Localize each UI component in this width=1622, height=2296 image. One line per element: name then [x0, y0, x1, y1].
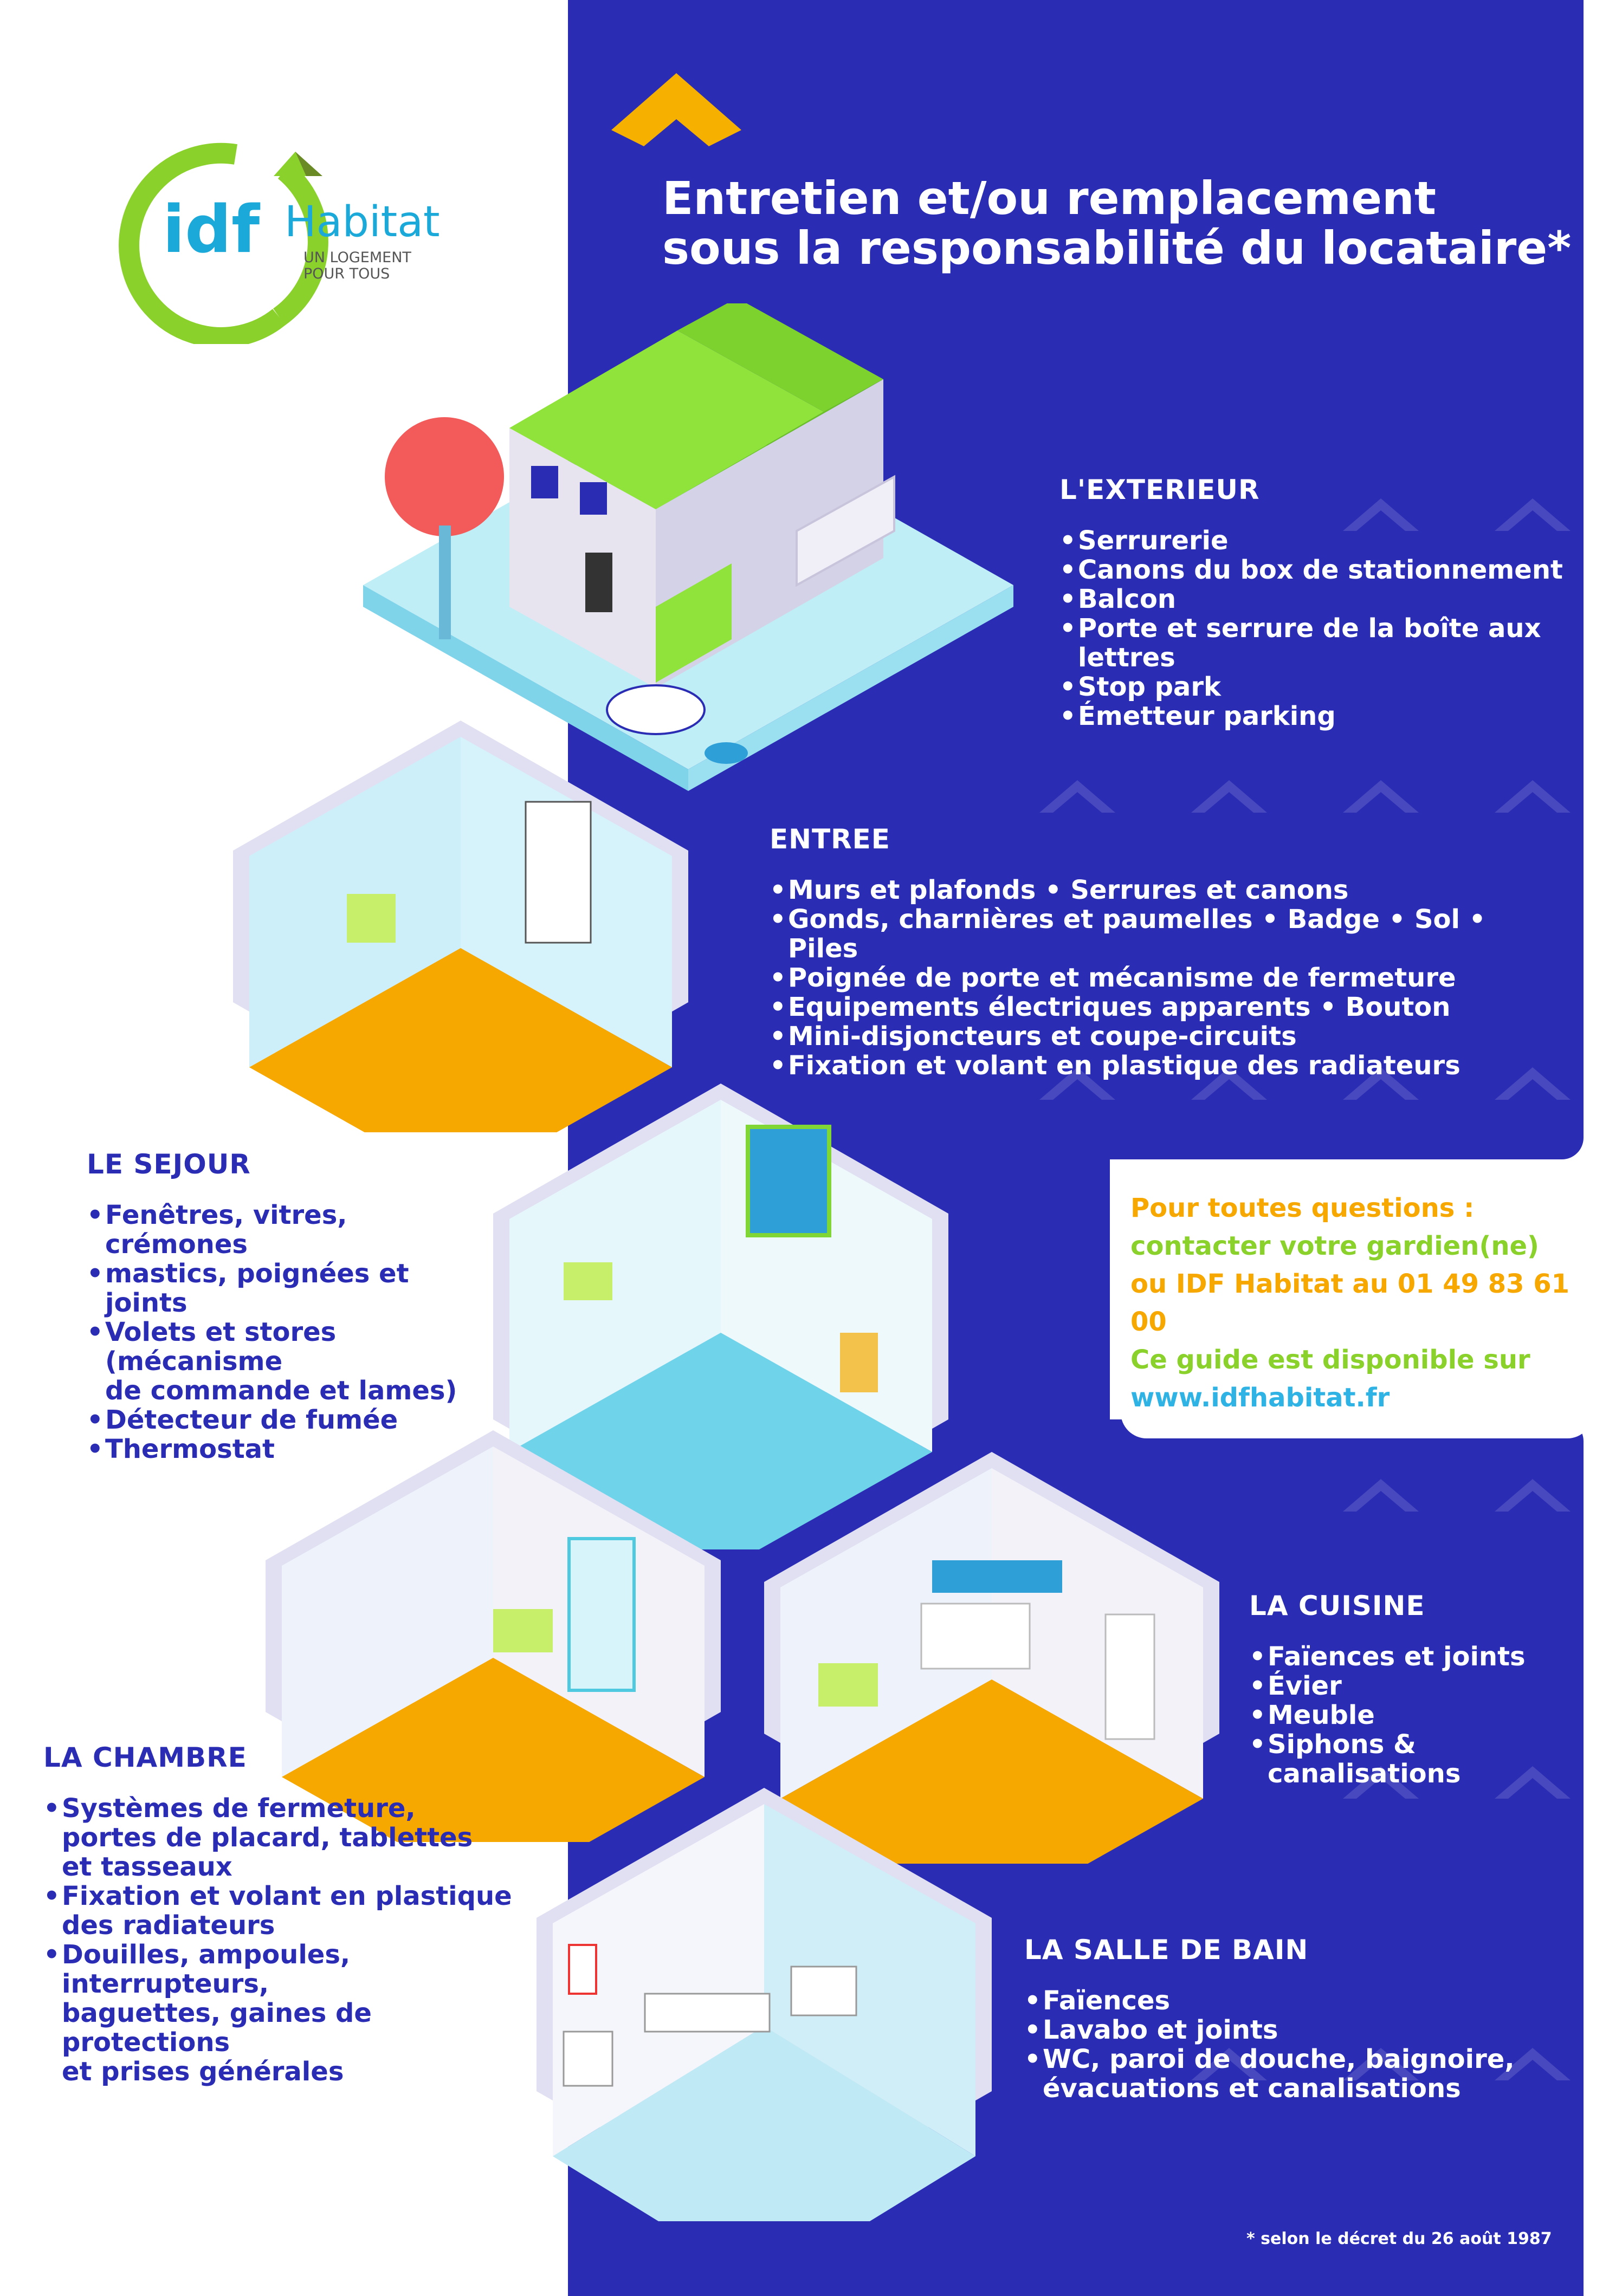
sejour-room-illustration [493, 1084, 948, 1549]
section-chambre-list: Systèmes de fermeture, portes de placard… [43, 1794, 520, 2086]
logo-tagline-1: UN LOGEMENT [303, 249, 411, 266]
footnote: * selon le décret du 26 août 1987 [1246, 2229, 1552, 2248]
list-item: Stop park [1059, 672, 1574, 702]
list-item: Volets et stores (mécanisme de commande … [87, 1318, 499, 1405]
list-item: WC, paroi de douche, baignoire, évacuati… [1024, 2045, 1566, 2103]
contact-phone: ou IDF Habitat au 01 49 83 61 00 [1130, 1269, 1570, 1337]
page-title-line-2: sous la responsabilité du locataire* [662, 222, 1572, 275]
section-exterieur-list: Serrurerie Canons du box de stationnemen… [1059, 526, 1574, 731]
cuisine-room-illustration [764, 1452, 1219, 1864]
list-item: Faïences [1024, 1986, 1566, 2015]
yellow-chevron-icon [611, 73, 741, 146]
list-item: Évier [1249, 1671, 1596, 1701]
section-sejour: LE SEJOUR Fenêtres, vitres, crémones mas… [87, 1149, 499, 1464]
page-title: Entretien et/ou remplacement sous la res… [662, 173, 1584, 273]
list-item: Mini-disjoncteurs et coupe-circuits [770, 1022, 1528, 1051]
section-entree-list: Murs et plafonds • Serrures et canons Go… [770, 875, 1528, 1080]
section-exterieur-heading: L'EXTERIEUR [1059, 474, 1260, 505]
salle-de-bain-room-illustration [537, 1788, 992, 2221]
list-item: Lavabo et joints [1024, 2015, 1566, 2045]
section-sejour-list: Fenêtres, vitres, crémones mastics, poig… [87, 1201, 499, 1464]
house-exterior-illustration [363, 303, 1013, 791]
list-item: Equipements électriques apparents • Bout… [770, 993, 1528, 1022]
contact-line-4: Ce guide est disponible sur [1130, 1345, 1530, 1375]
list-item: Faïences et joints [1249, 1642, 1596, 1671]
section-cuisine-list: Faïences et joints Évier Meuble Siphons … [1249, 1642, 1596, 1788]
list-item: Gonds, charnières et paumelles • Badge •… [770, 905, 1528, 963]
section-exterieur: L'EXTERIEUR Serrurerie Canons du box de … [1059, 474, 1574, 731]
list-item: Douilles, ampoules, interrupteurs, bague… [43, 1940, 520, 2086]
list-item: Canons du box de stationnement [1059, 555, 1574, 585]
section-cuisine-heading: LA CUISINE [1249, 1590, 1425, 1622]
list-item: Serrurerie [1059, 526, 1574, 555]
section-chambre-heading: LA CHAMBRE [43, 1742, 247, 1773]
section-cuisine: LA CUISINE Faïences et joints Évier Meub… [1249, 1590, 1596, 1788]
section-salle-de-bain: LA SALLE DE BAIN Faïences Lavabo et join… [1024, 1934, 1566, 2103]
contact-line-2: contacter votre gardien(ne) [1130, 1231, 1539, 1261]
list-item: Poignée de porte et mécanisme de fermetu… [770, 963, 1528, 993]
list-item: Thermostat [87, 1435, 499, 1464]
list-item: Fixation et volant en plastique des radi… [43, 1882, 520, 1940]
entree-room-illustration [233, 721, 688, 1132]
list-item: Systèmes de fermeture, portes de placard… [43, 1794, 520, 1882]
list-item: Balcon [1059, 585, 1574, 614]
logo-wordmark-habitat: Habitat [285, 198, 440, 247]
section-entree: ENTREE Murs et plafonds • Serrures et ca… [770, 823, 1528, 1080]
section-sdb-list: Faïences Lavabo et joints WC, paroi de d… [1024, 1986, 1566, 2103]
contact-box: Pour toutes questions : contacter votre … [1121, 1173, 1593, 1438]
list-item: Émetteur parking [1059, 702, 1574, 731]
list-item: Fenêtres, vitres, crémones [87, 1201, 499, 1259]
logo-tagline-2: POUR TOUS [303, 265, 390, 282]
contact-line-1: Pour toutes questions : [1130, 1193, 1475, 1223]
list-item: mastics, poignées et joints [87, 1259, 499, 1318]
page-title-line-1: Entretien et/ou remplacement [662, 172, 1436, 225]
section-sdb-heading: LA SALLE DE BAIN [1024, 1934, 1309, 1966]
contact-website-link[interactable]: www.idfhabitat.fr [1130, 1383, 1390, 1413]
list-item: Détecteur de fumée [87, 1405, 499, 1435]
section-chambre: LA CHAMBRE Systèmes de fermeture, portes… [43, 1742, 520, 2086]
list-item: Porte et serrure de la boîte aux lettres [1059, 614, 1574, 672]
section-sejour-heading: LE SEJOUR [87, 1149, 251, 1180]
list-item: Meuble [1249, 1701, 1596, 1730]
logo-wordmark-idf: idf [163, 192, 260, 268]
list-item: Fixation et volant en plastique des radi… [770, 1051, 1528, 1080]
idf-habitat-logo: idf Habitat UN LOGEMENT POUR TOUS [117, 138, 463, 344]
chevron-pattern [611, 73, 1571, 2080]
section-entree-heading: ENTREE [770, 823, 890, 855]
list-item: Siphons & canalisations [1249, 1730, 1596, 1788]
list-item: Murs et plafonds • Serrures et canons [770, 875, 1528, 905]
